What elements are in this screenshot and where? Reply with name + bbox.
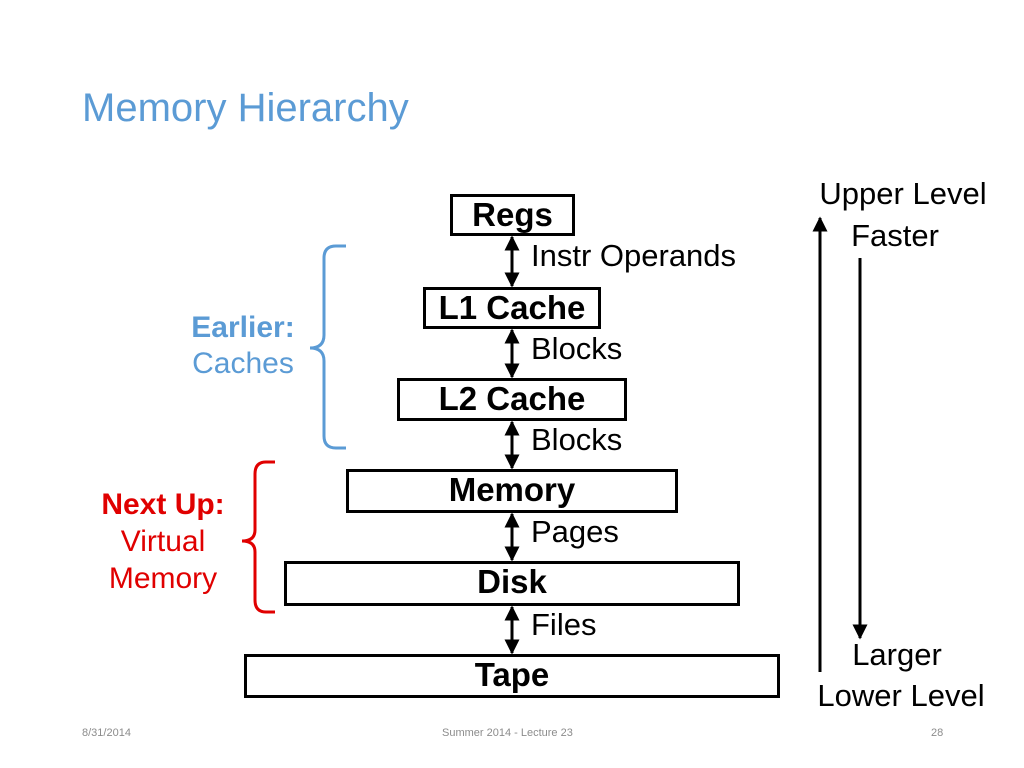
virtual-memory-brace (241, 460, 275, 614)
faster-label: Faster (851, 218, 939, 253)
level-tape: Tape (244, 654, 780, 698)
connection-label-regs-l1: Instr Operands (531, 238, 737, 273)
connection-label-l1-l2: Blocks (531, 331, 623, 366)
caches-brace (309, 244, 346, 450)
level-regs-label: Regs (472, 196, 553, 233)
footer-date: 8/31/2014 (82, 727, 131, 739)
level-disk-label: Disk (477, 563, 547, 600)
caches-heading: Earlier: (191, 311, 295, 344)
level-tape-label: Tape (474, 656, 550, 693)
level-l1-label: L1 Cache (438, 289, 586, 326)
level-l2-label: L2 Cache (438, 380, 586, 417)
footer-course: Summer 2014 - Lecture 23 (442, 727, 573, 739)
connection-label-l2-memory: Blocks (531, 422, 623, 457)
upper-level-label: Upper Level (819, 176, 987, 211)
lower-level-label: Lower Level (817, 678, 985, 713)
virtual-memory-line1: Virtual (120, 525, 206, 558)
caches-group-label: Earlier: Caches (180, 310, 306, 382)
caches-label: Caches (192, 347, 294, 380)
level-memory-label: Memory (448, 471, 576, 508)
connection-label-disk-tape: Files (531, 607, 597, 642)
virtual-memory-line2: Memory (108, 562, 218, 595)
level-l1-cache: L1 Cache (423, 287, 601, 329)
level-regs: Regs (450, 194, 575, 236)
slide-title: Memory Hierarchy (82, 86, 409, 130)
footer-page-number: 28 (931, 727, 944, 739)
virtual-memory-group-label: Next Up: Virtual Memory (84, 486, 242, 597)
level-disk: Disk (284, 561, 740, 606)
connection-label-memory-disk: Pages (531, 514, 619, 549)
level-memory: Memory (346, 469, 678, 513)
level-l2-cache: L2 Cache (397, 378, 627, 421)
virtual-memory-heading: Next Up: (101, 488, 225, 521)
larger-label: Larger (852, 637, 942, 672)
